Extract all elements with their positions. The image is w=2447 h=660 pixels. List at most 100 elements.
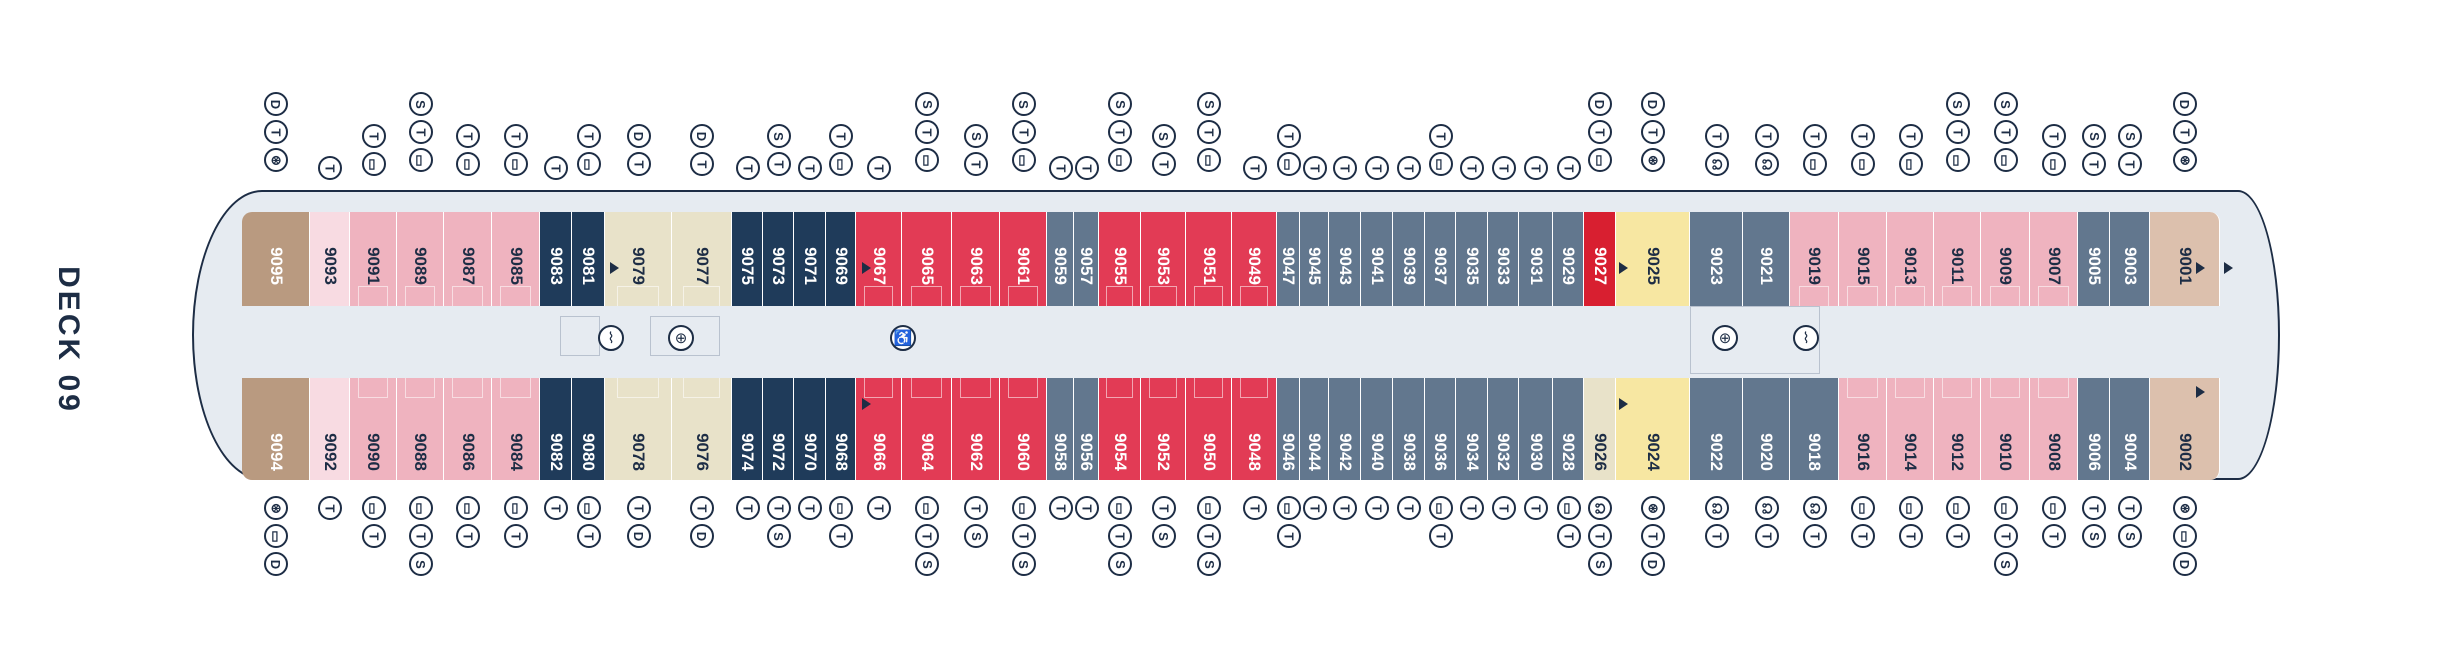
cabin-9070[interactable]: 9070	[794, 378, 826, 480]
cabin-9079[interactable]: 9079	[605, 212, 672, 306]
cabin-9028[interactable]: 9028	[1553, 378, 1584, 480]
cabin-9058[interactable]: 9058	[1047, 378, 1074, 480]
cabin-9016[interactable]: 9016	[1839, 378, 1887, 480]
cabin-9043[interactable]: 9043	[1329, 212, 1361, 306]
cabin-9027[interactable]: 9027	[1584, 212, 1616, 306]
cabin-9062[interactable]: 9062	[952, 378, 1000, 480]
cabin-9029[interactable]: 9029	[1553, 212, 1584, 306]
cabin-9039[interactable]: 9039	[1393, 212, 1425, 306]
cabin-9009[interactable]: 9009	[1981, 212, 2030, 306]
cabin-9055[interactable]: 9055	[1099, 212, 1141, 306]
cabin-9069[interactable]: 9069	[826, 212, 856, 306]
cabin-9072[interactable]: 9072	[763, 378, 794, 480]
cabin-9023[interactable]: 9023	[1690, 212, 1743, 306]
cabin-9045[interactable]: 9045	[1300, 212, 1329, 306]
cabin-9018[interactable]: 9018	[1790, 378, 1839, 480]
cabin-9014[interactable]: 9014	[1887, 378, 1934, 480]
cabin-9021[interactable]: 9021	[1743, 212, 1790, 306]
cabin-9035[interactable]: 9035	[1456, 212, 1488, 306]
cabin-9090[interactable]: 9090	[350, 378, 397, 480]
cabin-9057[interactable]: 9057	[1074, 212, 1099, 306]
cabin-9080[interactable]: 9080	[572, 378, 605, 480]
cabin-9041[interactable]: 9041	[1361, 212, 1393, 306]
amenity-bath-icon: ▭	[2173, 524, 2197, 548]
cabin-9071[interactable]: 9071	[794, 212, 826, 306]
cabin-9020[interactable]: 9020	[1743, 378, 1790, 480]
cabin-9005[interactable]: 9005	[2078, 212, 2110, 306]
cabin-9093[interactable]: 9093	[310, 212, 350, 306]
cabin-9067[interactable]: 9067	[856, 212, 902, 306]
cabin-9051[interactable]: 9051	[1186, 212, 1232, 306]
cabin-9060[interactable]: 9060	[1000, 378, 1047, 480]
cabin-9089[interactable]: 9089	[397, 212, 444, 306]
cabin-9084[interactable]: 9084	[492, 378, 540, 480]
cabin-9078[interactable]: 9078	[605, 378, 672, 480]
cabin-9053[interactable]: 9053	[1141, 212, 1186, 306]
amenity-bath-icon: ▭	[915, 496, 939, 520]
cabin-9010[interactable]: 9010	[1981, 378, 2030, 480]
cabin-9036[interactable]: 9036	[1425, 378, 1456, 480]
cabin-9034[interactable]: 9034	[1456, 378, 1488, 480]
cabin-symbols-9023: T☊	[1704, 120, 1730, 180]
cabin-9085[interactable]: 9085	[492, 212, 540, 306]
cabin-9024[interactable]: 9024	[1616, 378, 1690, 480]
cabin-9054[interactable]: 9054	[1099, 378, 1141, 480]
cabin-9087[interactable]: 9087	[444, 212, 492, 306]
cabin-9047[interactable]: 9047	[1277, 212, 1300, 306]
cabin-9048[interactable]: 9048	[1232, 378, 1277, 480]
cabin-9064[interactable]: 9064	[902, 378, 952, 480]
cabin-9007[interactable]: 9007	[2030, 212, 2078, 306]
cabin-9091[interactable]: 9091	[350, 212, 397, 306]
cabin-9019[interactable]: 9019	[1790, 212, 1839, 306]
cabin-9066[interactable]: 9066	[856, 378, 902, 480]
amenity-d-icon: D	[690, 124, 714, 148]
cabin-9031[interactable]: 9031	[1519, 212, 1553, 306]
cabin-9032[interactable]: 9032	[1488, 378, 1519, 480]
cabin-9025[interactable]: 9025	[1616, 212, 1690, 306]
cabin-9012[interactable]: 9012	[1934, 378, 1981, 480]
cabin-9042[interactable]: 9042	[1329, 378, 1361, 480]
cabin-9063[interactable]: 9063	[952, 212, 1000, 306]
cabin-9086[interactable]: 9086	[444, 378, 492, 480]
cabin-9083[interactable]: 9083	[540, 212, 572, 306]
cabin-9052[interactable]: 9052	[1141, 378, 1186, 480]
cabin-9026[interactable]: 9026	[1584, 378, 1616, 480]
cabin-9008[interactable]: 9008	[2030, 378, 2078, 480]
cabin-9050[interactable]: 9050	[1186, 378, 1232, 480]
cabin-9081[interactable]: 9081	[572, 212, 605, 306]
cabin-9059[interactable]: 9059	[1047, 212, 1074, 306]
cabin-9074[interactable]: 9074	[732, 378, 763, 480]
cabin-9044[interactable]: 9044	[1300, 378, 1329, 480]
cabin-9006[interactable]: 9006	[2078, 378, 2110, 480]
cabin-9015[interactable]: 9015	[1839, 212, 1887, 306]
cabin-9061[interactable]: 9061	[1000, 212, 1047, 306]
cabin-9077[interactable]: 9077	[672, 212, 732, 306]
cabin-9004[interactable]: 9004	[2110, 378, 2150, 480]
cabin-9003[interactable]: 9003	[2110, 212, 2150, 306]
cabin-9002[interactable]: 9002	[2150, 378, 2220, 480]
cabin-9030[interactable]: 9030	[1519, 378, 1553, 480]
cabin-9056[interactable]: 9056	[1074, 378, 1099, 480]
cabin-9076[interactable]: 9076	[672, 378, 732, 480]
cabin-9037[interactable]: 9037	[1425, 212, 1456, 306]
cabin-9095[interactable]: 9095	[242, 212, 310, 306]
cabin-9013[interactable]: 9013	[1887, 212, 1934, 306]
cabin-9092[interactable]: 9092	[310, 378, 350, 480]
cabin-number: 9070	[800, 433, 820, 471]
cabin-9049[interactable]: 9049	[1232, 212, 1277, 306]
cabin-9046[interactable]: 9046	[1277, 378, 1300, 480]
cabin-9073[interactable]: 9073	[763, 212, 794, 306]
amenity-t-icon: T	[2042, 524, 2066, 548]
cabin-9082[interactable]: 9082	[540, 378, 572, 480]
cabin-9068[interactable]: 9068	[826, 378, 856, 480]
cabin-9065[interactable]: 9065	[902, 212, 952, 306]
cabin-9088[interactable]: 9088	[397, 378, 444, 480]
cabin-9033[interactable]: 9033	[1488, 212, 1519, 306]
cabin-9011[interactable]: 9011	[1934, 212, 1981, 306]
cabin-9075[interactable]: 9075	[732, 212, 763, 306]
cabin-9022[interactable]: 9022	[1690, 378, 1743, 480]
cabin-9040[interactable]: 9040	[1361, 378, 1393, 480]
cabin-9094[interactable]: 9094	[242, 378, 310, 480]
cabin-9038[interactable]: 9038	[1393, 378, 1425, 480]
cabin-9001[interactable]: 9001	[2150, 212, 2220, 306]
